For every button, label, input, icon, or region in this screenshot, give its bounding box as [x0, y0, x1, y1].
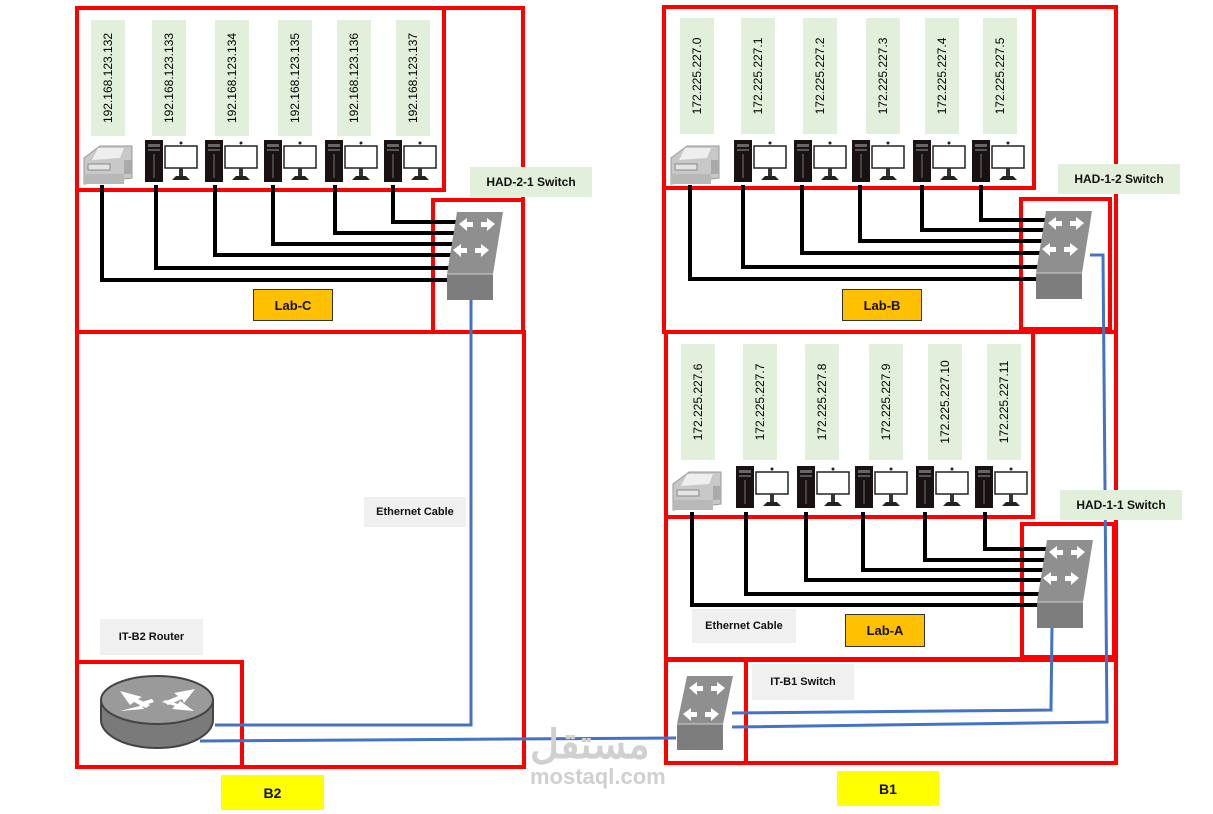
ip-address-label: 172.225.227.6: [681, 344, 715, 460]
cable-router-to-b1-switch: [199, 736, 677, 743]
ethernet-cable-label-b1: Ethernet Cable: [692, 609, 796, 643]
ip-address-label: 172.225.227.11: [987, 344, 1021, 460]
ip-address-label: 172.225.227.10: [928, 344, 962, 460]
router-label: IT-B2 Router: [100, 619, 203, 655]
lab-a-devices-area: [664, 330, 1035, 519]
had-2-1-switch-icon: [447, 212, 503, 300]
lan-cable: [391, 185, 460, 224]
lan-cable: [744, 512, 1040, 596]
ip-address-label: 172.225.227.5: [983, 18, 1017, 134]
it-b1-switch-label: IT-B1 Switch: [752, 664, 854, 700]
lan-cable: [213, 185, 452, 257]
lab-a-label: Lab-A: [845, 614, 925, 647]
ip-address-label: 172.225.227.4: [925, 18, 959, 134]
lan-cable: [804, 512, 1042, 582]
lab-a-lan-cables: [690, 512, 1050, 607]
had-1-2-switch-label: HAD-1-2 Switch: [1058, 164, 1180, 194]
had-1-2-switch-icon: [1036, 211, 1092, 299]
ip-address-label: 172.225.227.3: [866, 18, 900, 134]
lan-cable: [800, 185, 1040, 255]
lan-cable: [858, 185, 1044, 243]
ip-address-label: 172.225.227.1: [741, 18, 775, 134]
lan-cable: [983, 512, 1050, 551]
lan-cable: [690, 512, 1043, 607]
desktop-computer-icon: [325, 140, 378, 182]
lab-b-devices-area: [662, 5, 1036, 190]
lan-cable: [741, 185, 1038, 269]
lan-cable: [271, 185, 456, 246]
ip-address-label: 192.168.123.132: [91, 20, 125, 136]
had-1-1-switch-label: HAD-1-1 Switch: [1060, 490, 1182, 520]
lan-cable: [920, 185, 1046, 232]
desktop-computer-icon: [797, 466, 850, 508]
building-b2-label: B2: [221, 775, 324, 810]
lan-cable: [861, 512, 1046, 572]
lab-b-switch-area: [1019, 197, 1112, 331]
ip-address-label: 192.168.123.136: [337, 20, 371, 136]
lab-c-devices-area: [75, 6, 446, 192]
desktop-computer-icon: [972, 140, 1025, 182]
ip-address-label: 192.168.123.135: [278, 20, 312, 136]
building-b1-label: B1: [837, 771, 939, 806]
lan-cable: [333, 185, 458, 235]
lan-cable: [923, 512, 1048, 562]
desktop-computer-icon: [734, 140, 787, 182]
printer-icon: [670, 145, 720, 185]
desktop-computer-icon: [264, 140, 317, 182]
watermark: مستقل mostaql.com: [530, 723, 666, 789]
lan-cable: [100, 185, 455, 282]
had-2-1-switch-label: HAD-2-1 Switch: [470, 167, 592, 197]
desktop-computer-icon: [852, 140, 905, 182]
ip-address-label: 192.168.123.137: [396, 20, 430, 136]
desktop-computer-icon: [913, 140, 966, 182]
router-icon: [100, 675, 214, 749]
lab-a-switch-area: [1020, 522, 1116, 659]
desktop-computer-icon: [384, 140, 437, 182]
ip-address-label: 192.168.123.134: [215, 20, 249, 136]
ip-address-label: 172.225.227.7: [743, 344, 777, 460]
lan-cable: [154, 185, 450, 270]
it-b1-switch-icon: [677, 676, 733, 750]
desktop-computer-icon: [794, 140, 847, 182]
desktop-computer-icon: [855, 466, 908, 508]
desktop-computer-icon: [975, 466, 1028, 508]
lan-cable: [979, 185, 1048, 222]
ip-address-label: 172.225.227.2: [803, 18, 837, 134]
ip-address-label: 192.168.123.133: [152, 20, 186, 136]
cable-had12-to-b1-switch: [731, 253, 1109, 729]
had-1-1-switch-icon: [1037, 540, 1093, 628]
router-area: [75, 660, 244, 769]
ip-address-label: 172.225.227.8: [805, 344, 839, 460]
cable-had21-to-router: [215, 300, 473, 727]
desktop-computer-icon: [205, 140, 258, 182]
ip-address-label: 172.225.227.9: [869, 344, 903, 460]
printer-icon: [672, 471, 722, 511]
lab-c-lan-cables: [100, 185, 460, 282]
desktop-computer-icon: [736, 466, 789, 508]
ip-address-label: 172.225.227.0: [680, 18, 714, 134]
building-b2-area: [75, 330, 526, 769]
desktop-computer-icon: [145, 140, 198, 182]
cable-had11-to-b1-switch: [731, 624, 1054, 715]
lab-c-label: Lab-C: [253, 289, 333, 321]
ethernet-cables: [199, 253, 1109, 743]
lab-b-lan-cables: [688, 185, 1048, 281]
printer-icon: [83, 145, 133, 185]
lan-cable: [688, 185, 1042, 281]
lab-b-label: Lab-B: [842, 289, 922, 321]
ethernet-cable-label-b2: Ethernet Cable: [364, 497, 466, 527]
desktop-computer-icon: [916, 466, 969, 508]
